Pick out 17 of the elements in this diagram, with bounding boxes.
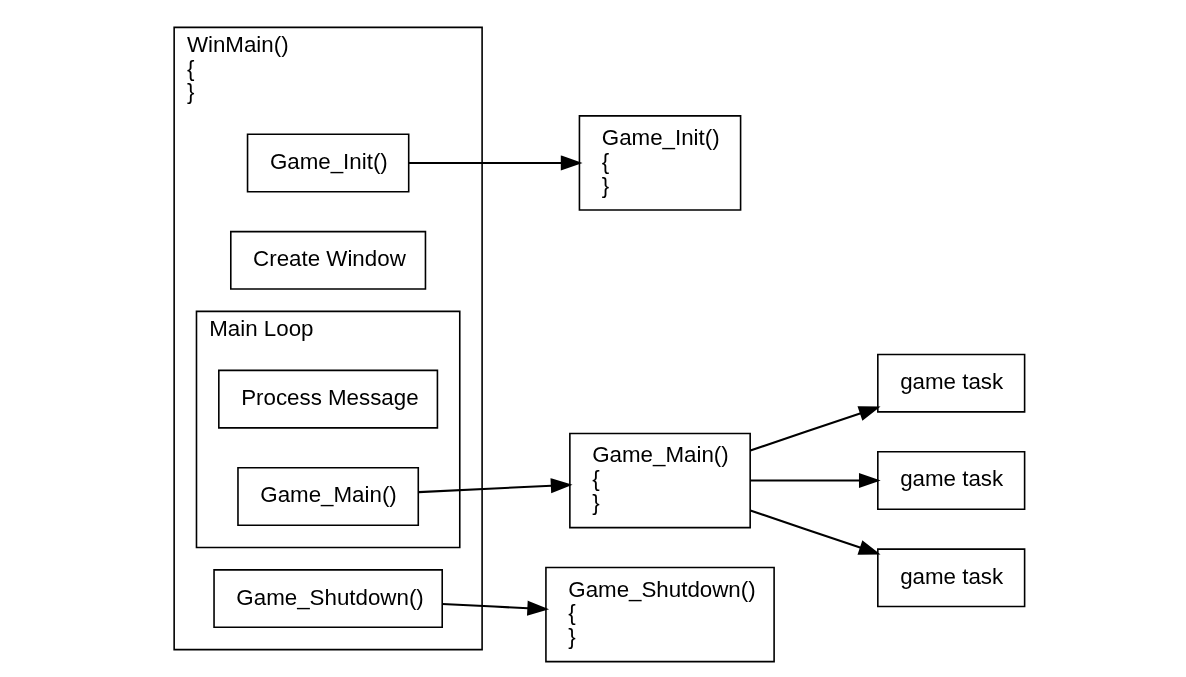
node-box: Game_Main() { } (569, 432, 751, 529)
arrow (750, 472, 881, 489)
node-box: Create Window (230, 230, 427, 290)
arrow (750, 406, 881, 452)
arrow (750, 509, 881, 555)
node-box: game task (877, 451, 1026, 511)
node-box: Game_Init() (246, 133, 410, 193)
node-box: Process Message (218, 369, 439, 429)
node-box: game task (877, 548, 1026, 608)
node-box: Game_Shutdown() { } (545, 566, 775, 663)
node-box: Game_Main() (237, 466, 420, 526)
arrow (408, 155, 583, 171)
node-box: game task (877, 353, 1026, 413)
node-box: Game_Init() { } (578, 115, 742, 211)
arrow (442, 600, 550, 616)
node-box: Game_Shutdown() (213, 569, 443, 629)
arrow (418, 478, 573, 494)
